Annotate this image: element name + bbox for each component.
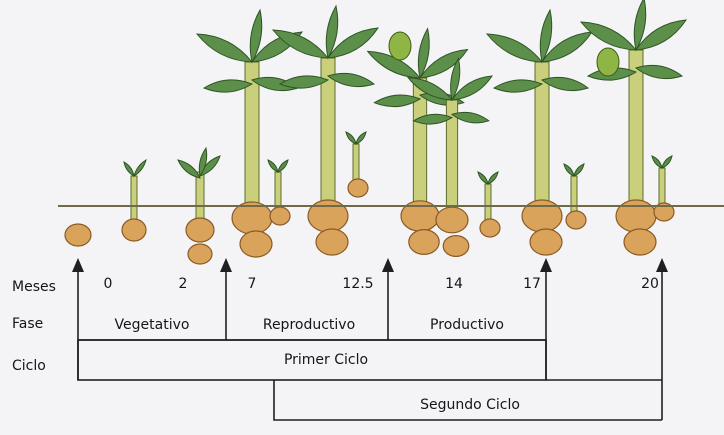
arrow-month-12-5 <box>382 258 394 340</box>
cycle-segundo: Segundo Ciclo <box>420 397 520 413</box>
month-label-14: 14 <box>445 276 463 292</box>
month-label-12-5: 12.5 <box>342 276 373 292</box>
month-label-20: 20 <box>641 276 659 292</box>
phase-row-label: Fase <box>12 316 43 332</box>
sprout-plant <box>122 160 146 241</box>
month-label-0: 0 <box>104 276 113 292</box>
sucker-1 <box>268 160 290 225</box>
cycle-row-label: Ciclo <box>12 358 46 374</box>
sucker-2 <box>346 132 368 197</box>
month-label-7: 7 <box>248 276 257 292</box>
sucker-4 <box>564 164 586 229</box>
phase-vegetativo: Vegetativo <box>115 317 190 333</box>
fruit-bunch-1 <box>389 32 411 60</box>
months-row-label: Meses <box>12 279 56 295</box>
sucker-5 <box>652 156 674 221</box>
seed-corm <box>65 224 91 246</box>
phase-reproductivo: Reproductivo <box>263 317 355 333</box>
fruit-bunch-2 <box>597 48 619 76</box>
sucker-3 <box>478 172 500 237</box>
month-label-2: 2 <box>179 276 188 292</box>
phase-productivo: Productivo <box>430 317 504 333</box>
month-label-17: 17 <box>523 276 541 292</box>
cycle-primer: Primer Ciclo <box>284 352 368 368</box>
arrow-month-7 <box>220 258 232 340</box>
